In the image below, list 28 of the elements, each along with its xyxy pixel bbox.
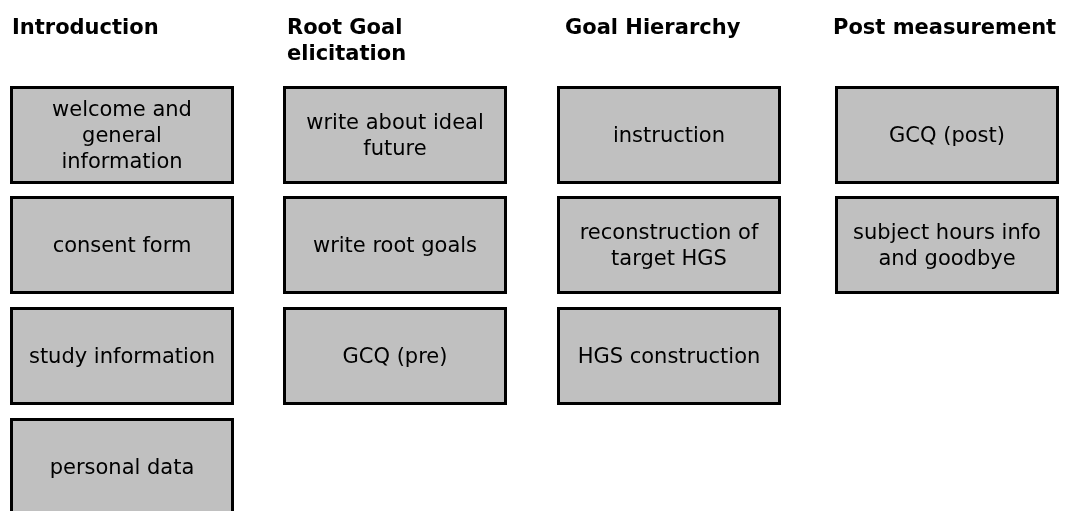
step-box [10, 307, 234, 405]
step-text: study information [28, 343, 216, 369]
step-text: GCQ (post) [889, 122, 1005, 148]
step-text: instruction [612, 122, 725, 148]
step-text: consent form [52, 232, 192, 258]
column-heading: Goal Hierarchy [565, 14, 742, 40]
step-box [835, 86, 1059, 184]
step-text: welcome and general information [51, 96, 193, 174]
step-text: reconstruction of target HGS [578, 219, 760, 271]
step-box [557, 307, 781, 405]
step-text: write root goals [312, 232, 478, 258]
step-text: write about ideal future [305, 109, 485, 161]
step-box [10, 196, 234, 294]
step-box [283, 86, 507, 184]
step-box [835, 196, 1059, 294]
step-box [283, 307, 507, 405]
step-box [557, 196, 781, 294]
step-text: GCQ (pre) [342, 343, 448, 369]
step-box [10, 418, 234, 511]
column-heading: Introduction [12, 14, 160, 40]
step-box [10, 86, 234, 184]
step-box [283, 196, 507, 294]
column-heading: Post measurement [833, 14, 1058, 40]
step-text: HGS construction [577, 343, 761, 369]
step-text: personal data [49, 454, 195, 480]
step-text: subject hours info and goodbye [852, 219, 1042, 271]
column-heading: Root Goal elicitation [287, 14, 408, 66]
step-box [557, 86, 781, 184]
